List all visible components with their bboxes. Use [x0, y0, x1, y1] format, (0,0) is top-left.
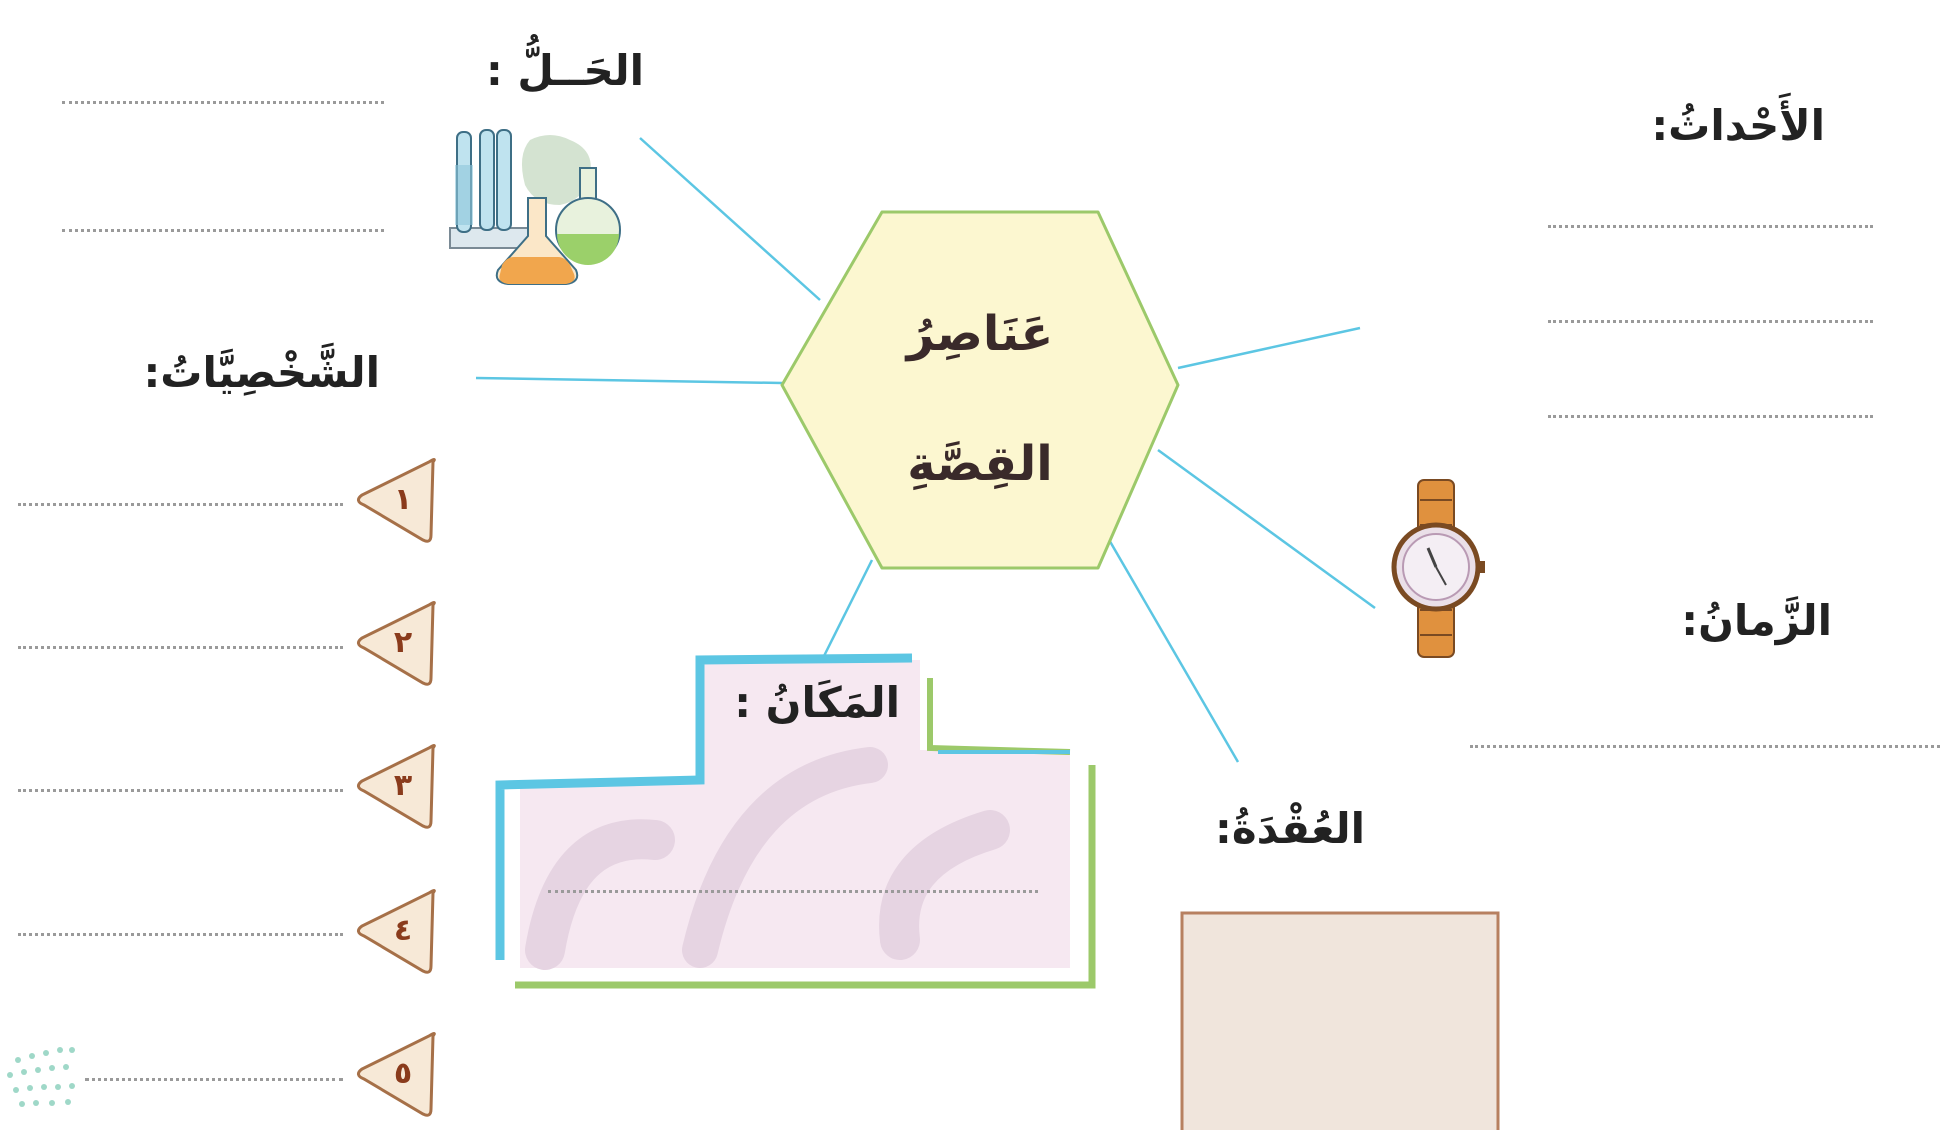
- solution-answer-line-2[interactable]: [62, 229, 384, 232]
- triangle-badge-icon: [357, 458, 436, 1117]
- character-answer-line-2[interactable]: [18, 646, 343, 649]
- character-number-2: ٢: [393, 625, 413, 660]
- badge-1: [357, 458, 436, 543]
- badge-2: [357, 601, 436, 686]
- place-answer-line[interactable]: [548, 890, 1038, 893]
- connector-lines: [475, 137, 1376, 763]
- character-answer-line-3[interactable]: [18, 789, 343, 792]
- badge-5: [357, 1032, 436, 1117]
- badge-4: [357, 889, 436, 974]
- plot-label: العُقْدَةُ:: [1215, 804, 1365, 853]
- character-answer-line-4[interactable]: [18, 933, 343, 936]
- characters-label: الشَّخْصِيَّاتُ:: [143, 348, 380, 397]
- events-answer-line-2[interactable]: [1548, 320, 1873, 323]
- connector-plot: [1106, 537, 1240, 763]
- place-label: المَكَانُ :: [734, 678, 900, 727]
- solution-answer-line-1[interactable]: [62, 101, 384, 104]
- badge-3: [357, 744, 436, 829]
- solution-label: الحَــلُّ :: [485, 46, 644, 95]
- events-label: الأَحْداثُ:: [1651, 101, 1825, 150]
- center-title-line-1: عَنَاصِرُ: [906, 306, 1054, 362]
- center-title-line-2: القِصَّةِ: [907, 436, 1053, 492]
- character-number-3: ٣: [393, 768, 413, 803]
- character-number-4: ٤: [393, 913, 413, 948]
- wristwatch-icon: [1391, 479, 1485, 658]
- lab-flasks-icon: [449, 129, 621, 285]
- connector-solution: [639, 137, 821, 301]
- connector-events: [1177, 326, 1361, 370]
- plot-answer-area[interactable]: [1185, 916, 1495, 1130]
- events-answer-line-1[interactable]: [1548, 225, 1873, 228]
- character-answer-line-1[interactable]: [18, 503, 343, 506]
- events-answer-line-3[interactable]: [1548, 415, 1873, 418]
- connector-place: [820, 559, 874, 661]
- center-hexagon: [780, 210, 1180, 570]
- plot-box: [1180, 911, 1500, 1130]
- dots-logo-icon: [7, 1047, 75, 1107]
- character-answer-line-5[interactable]: [85, 1078, 343, 1081]
- character-number-5: ٥: [393, 1056, 413, 1091]
- connector-characters: [475, 376, 783, 385]
- character-number-1: ١: [393, 482, 413, 517]
- connector-time: [1157, 448, 1376, 610]
- time-answer-line[interactable]: [1470, 745, 1940, 748]
- time-label: الزَّمانُ:: [1681, 596, 1832, 645]
